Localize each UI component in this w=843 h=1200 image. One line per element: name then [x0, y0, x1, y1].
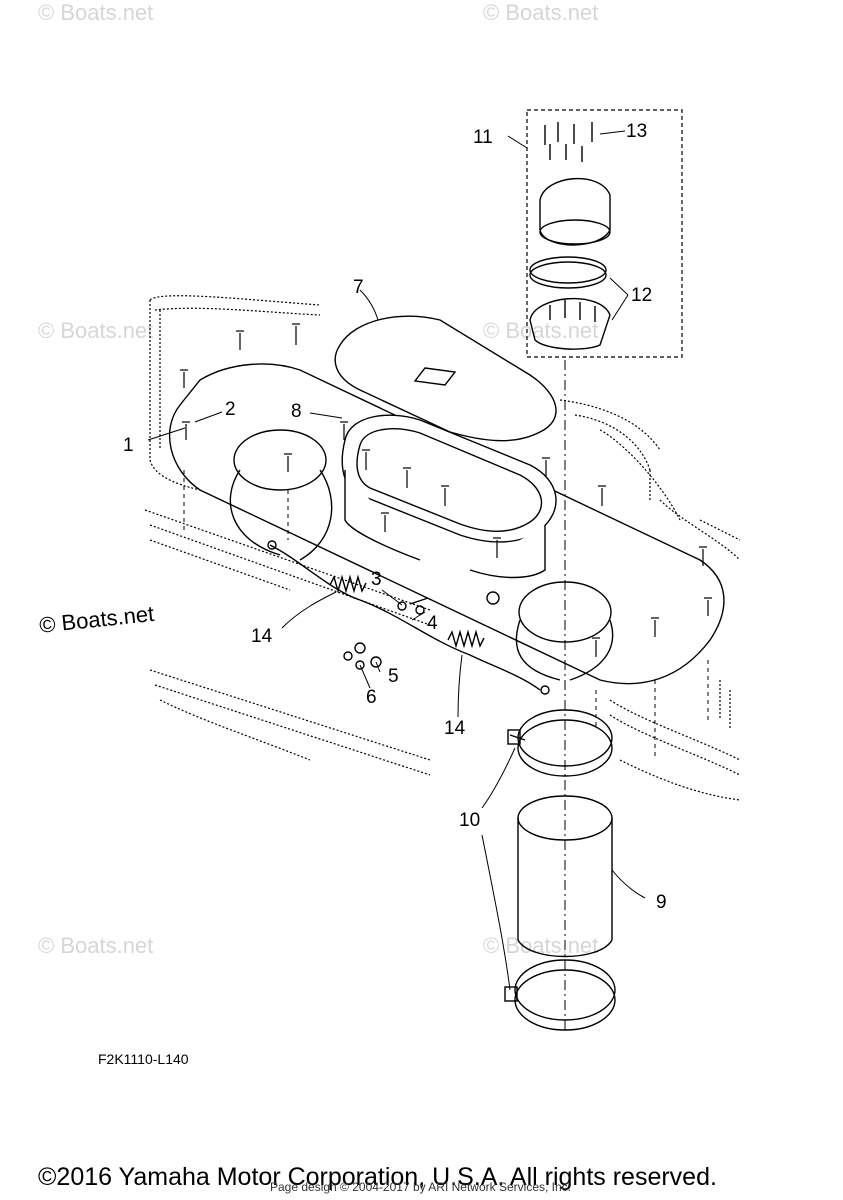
callout-1: 1	[123, 435, 134, 456]
ducts	[229, 469, 614, 681]
pump-assembly	[529, 122, 611, 350]
callout-7: 7	[353, 277, 364, 298]
cover-frame	[341, 414, 557, 579]
callout-5: 5	[388, 666, 399, 687]
page-design-credit: Page design © 2004-2017 by ARI Network S…	[270, 1180, 572, 1194]
callout-13: 13	[626, 121, 648, 142]
detail-box	[526, 109, 683, 358]
watermark: © Boats.net	[38, 933, 154, 958]
callout-3: 3	[371, 569, 382, 590]
callout-9: 9	[656, 892, 667, 913]
fasteners	[343, 591, 500, 670]
callout-8: 8	[291, 401, 302, 422]
callout-4: 4	[427, 613, 438, 634]
figure-code: F2K1110-L140	[98, 1051, 189, 1067]
callout-2: 2	[225, 399, 236, 420]
callout-11: 11	[473, 127, 493, 148]
hose-clamp-upper	[507, 709, 613, 777]
callout-14: 14	[251, 626, 273, 647]
watermark: © Boats.net	[38, 0, 154, 25]
leader-lines	[147, 130, 646, 991]
watermark: © Boats.net	[38, 318, 154, 343]
watermark: © Boats.net	[483, 0, 599, 25]
copyright-notice: ©2016 Yamaha Motor Corporation, U.S.A. A…	[38, 1163, 717, 1191]
screws	[180, 323, 712, 657]
watermark: © Boats.net	[483, 318, 599, 343]
lid-cover	[334, 315, 557, 442]
callout-14b: 14	[444, 718, 466, 739]
wire-harness	[267, 540, 550, 695]
callout-10: 10	[459, 810, 481, 831]
callout-6: 6	[366, 687, 377, 708]
hose-clamp-lower	[504, 959, 616, 1031]
callout-12: 12	[631, 285, 653, 306]
